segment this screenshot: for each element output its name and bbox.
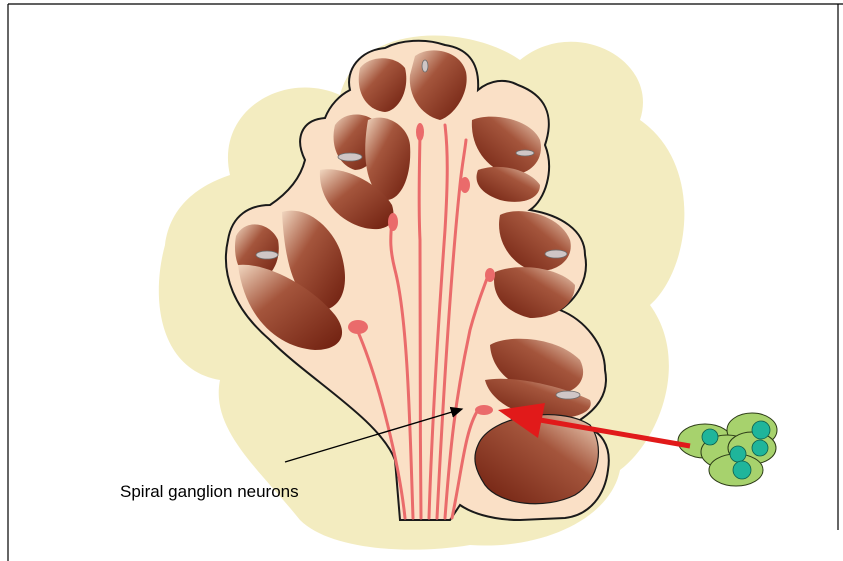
stem-cell-nucleus xyxy=(733,461,751,479)
ganglion-cell xyxy=(475,405,493,415)
ganglion-cell xyxy=(348,320,368,334)
corti-mark xyxy=(556,391,580,399)
corti-mark xyxy=(545,250,567,258)
corti-mark xyxy=(422,60,428,72)
stem-cell-nucleus xyxy=(730,446,746,462)
ganglion-cell xyxy=(485,268,495,282)
stem-cell-nucleus xyxy=(752,440,768,456)
stem-cell-nucleus xyxy=(702,429,718,445)
corti-mark xyxy=(338,153,362,161)
annotation-label: Spiral ganglion neurons xyxy=(120,482,299,501)
ganglion-cell xyxy=(416,123,424,141)
corti-mark xyxy=(256,251,278,259)
ganglion-cell xyxy=(388,213,398,231)
ganglion-cell xyxy=(460,177,470,193)
stem-cell-cluster xyxy=(678,413,777,486)
corti-mark xyxy=(516,150,534,156)
stem-cell-nucleus xyxy=(752,421,770,439)
